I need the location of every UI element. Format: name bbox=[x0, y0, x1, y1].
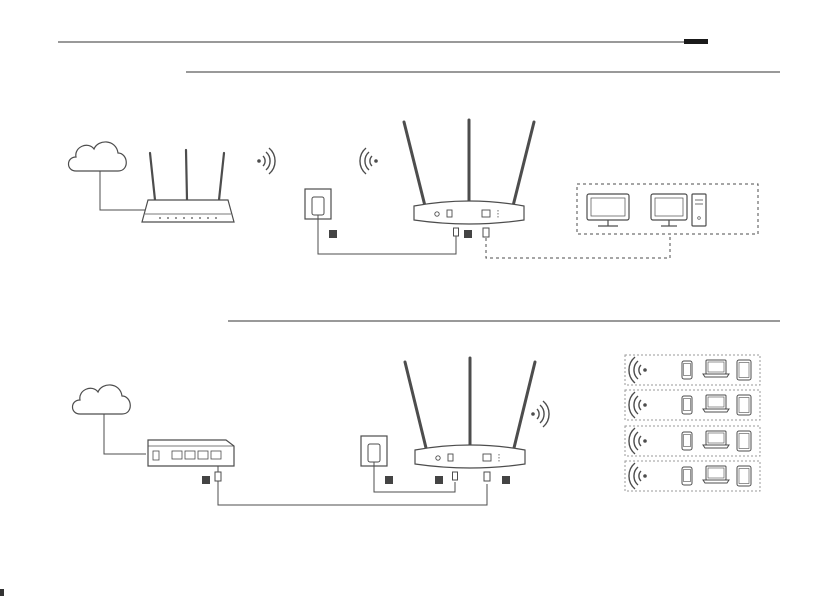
wifi-signal-icon bbox=[629, 392, 647, 418]
connection-marker bbox=[202, 476, 210, 484]
wifi-signal-icon bbox=[257, 148, 275, 174]
power-plug-icon bbox=[453, 472, 458, 480]
internet-cable bbox=[100, 171, 146, 210]
wireless-client-group bbox=[625, 355, 760, 385]
connection-marker bbox=[329, 230, 337, 238]
ethernet-cable-dashed bbox=[486, 234, 670, 258]
phone-icon bbox=[682, 432, 692, 450]
phone-icon bbox=[682, 361, 692, 379]
laptop-icon bbox=[703, 431, 729, 448]
cloud-icon bbox=[73, 385, 131, 414]
access-point-icon bbox=[404, 120, 534, 224]
tablet-icon bbox=[737, 431, 751, 451]
ethernet-cable bbox=[218, 481, 487, 505]
tablet-icon bbox=[737, 466, 751, 486]
header-tab bbox=[684, 39, 708, 44]
desktop-pc-icon bbox=[651, 194, 706, 226]
laptop-icon bbox=[703, 360, 729, 377]
laptop-icon bbox=[703, 395, 729, 412]
wifi-signal-icon bbox=[629, 357, 647, 383]
laptop-icon bbox=[703, 466, 729, 483]
wireless-client-group bbox=[625, 461, 760, 491]
wireless-client-group bbox=[625, 426, 760, 456]
monitor-icon bbox=[587, 194, 629, 226]
wifi-signal-icon bbox=[629, 463, 647, 489]
wifi-signal-icon bbox=[360, 148, 378, 174]
wifi-signal-icon bbox=[531, 401, 549, 427]
power-adapter-icon bbox=[305, 189, 331, 219]
internet-cable bbox=[104, 414, 146, 454]
ethernet-plug-icon bbox=[215, 472, 221, 481]
connection-marker bbox=[385, 476, 393, 484]
tablet-icon bbox=[737, 395, 751, 415]
phone-icon bbox=[682, 467, 692, 485]
cloud-icon bbox=[69, 142, 127, 171]
switch-icon bbox=[148, 440, 234, 466]
phone-icon bbox=[682, 396, 692, 414]
connection-marker bbox=[502, 476, 510, 484]
ethernet-plug-icon bbox=[484, 472, 490, 481]
wireless-router-icon bbox=[142, 150, 234, 222]
power-adapter-icon bbox=[361, 436, 387, 466]
connection-marker bbox=[435, 476, 443, 484]
power-plug-icon bbox=[454, 228, 459, 236]
wifi-signal-icon bbox=[629, 428, 647, 454]
tablet-icon bbox=[737, 360, 751, 380]
page-corner-mark bbox=[0, 589, 4, 596]
ethernet-plug-icon bbox=[483, 228, 489, 237]
access-point-icon bbox=[405, 358, 535, 468]
connection-marker bbox=[464, 230, 472, 238]
wireless-client-group bbox=[625, 390, 760, 420]
